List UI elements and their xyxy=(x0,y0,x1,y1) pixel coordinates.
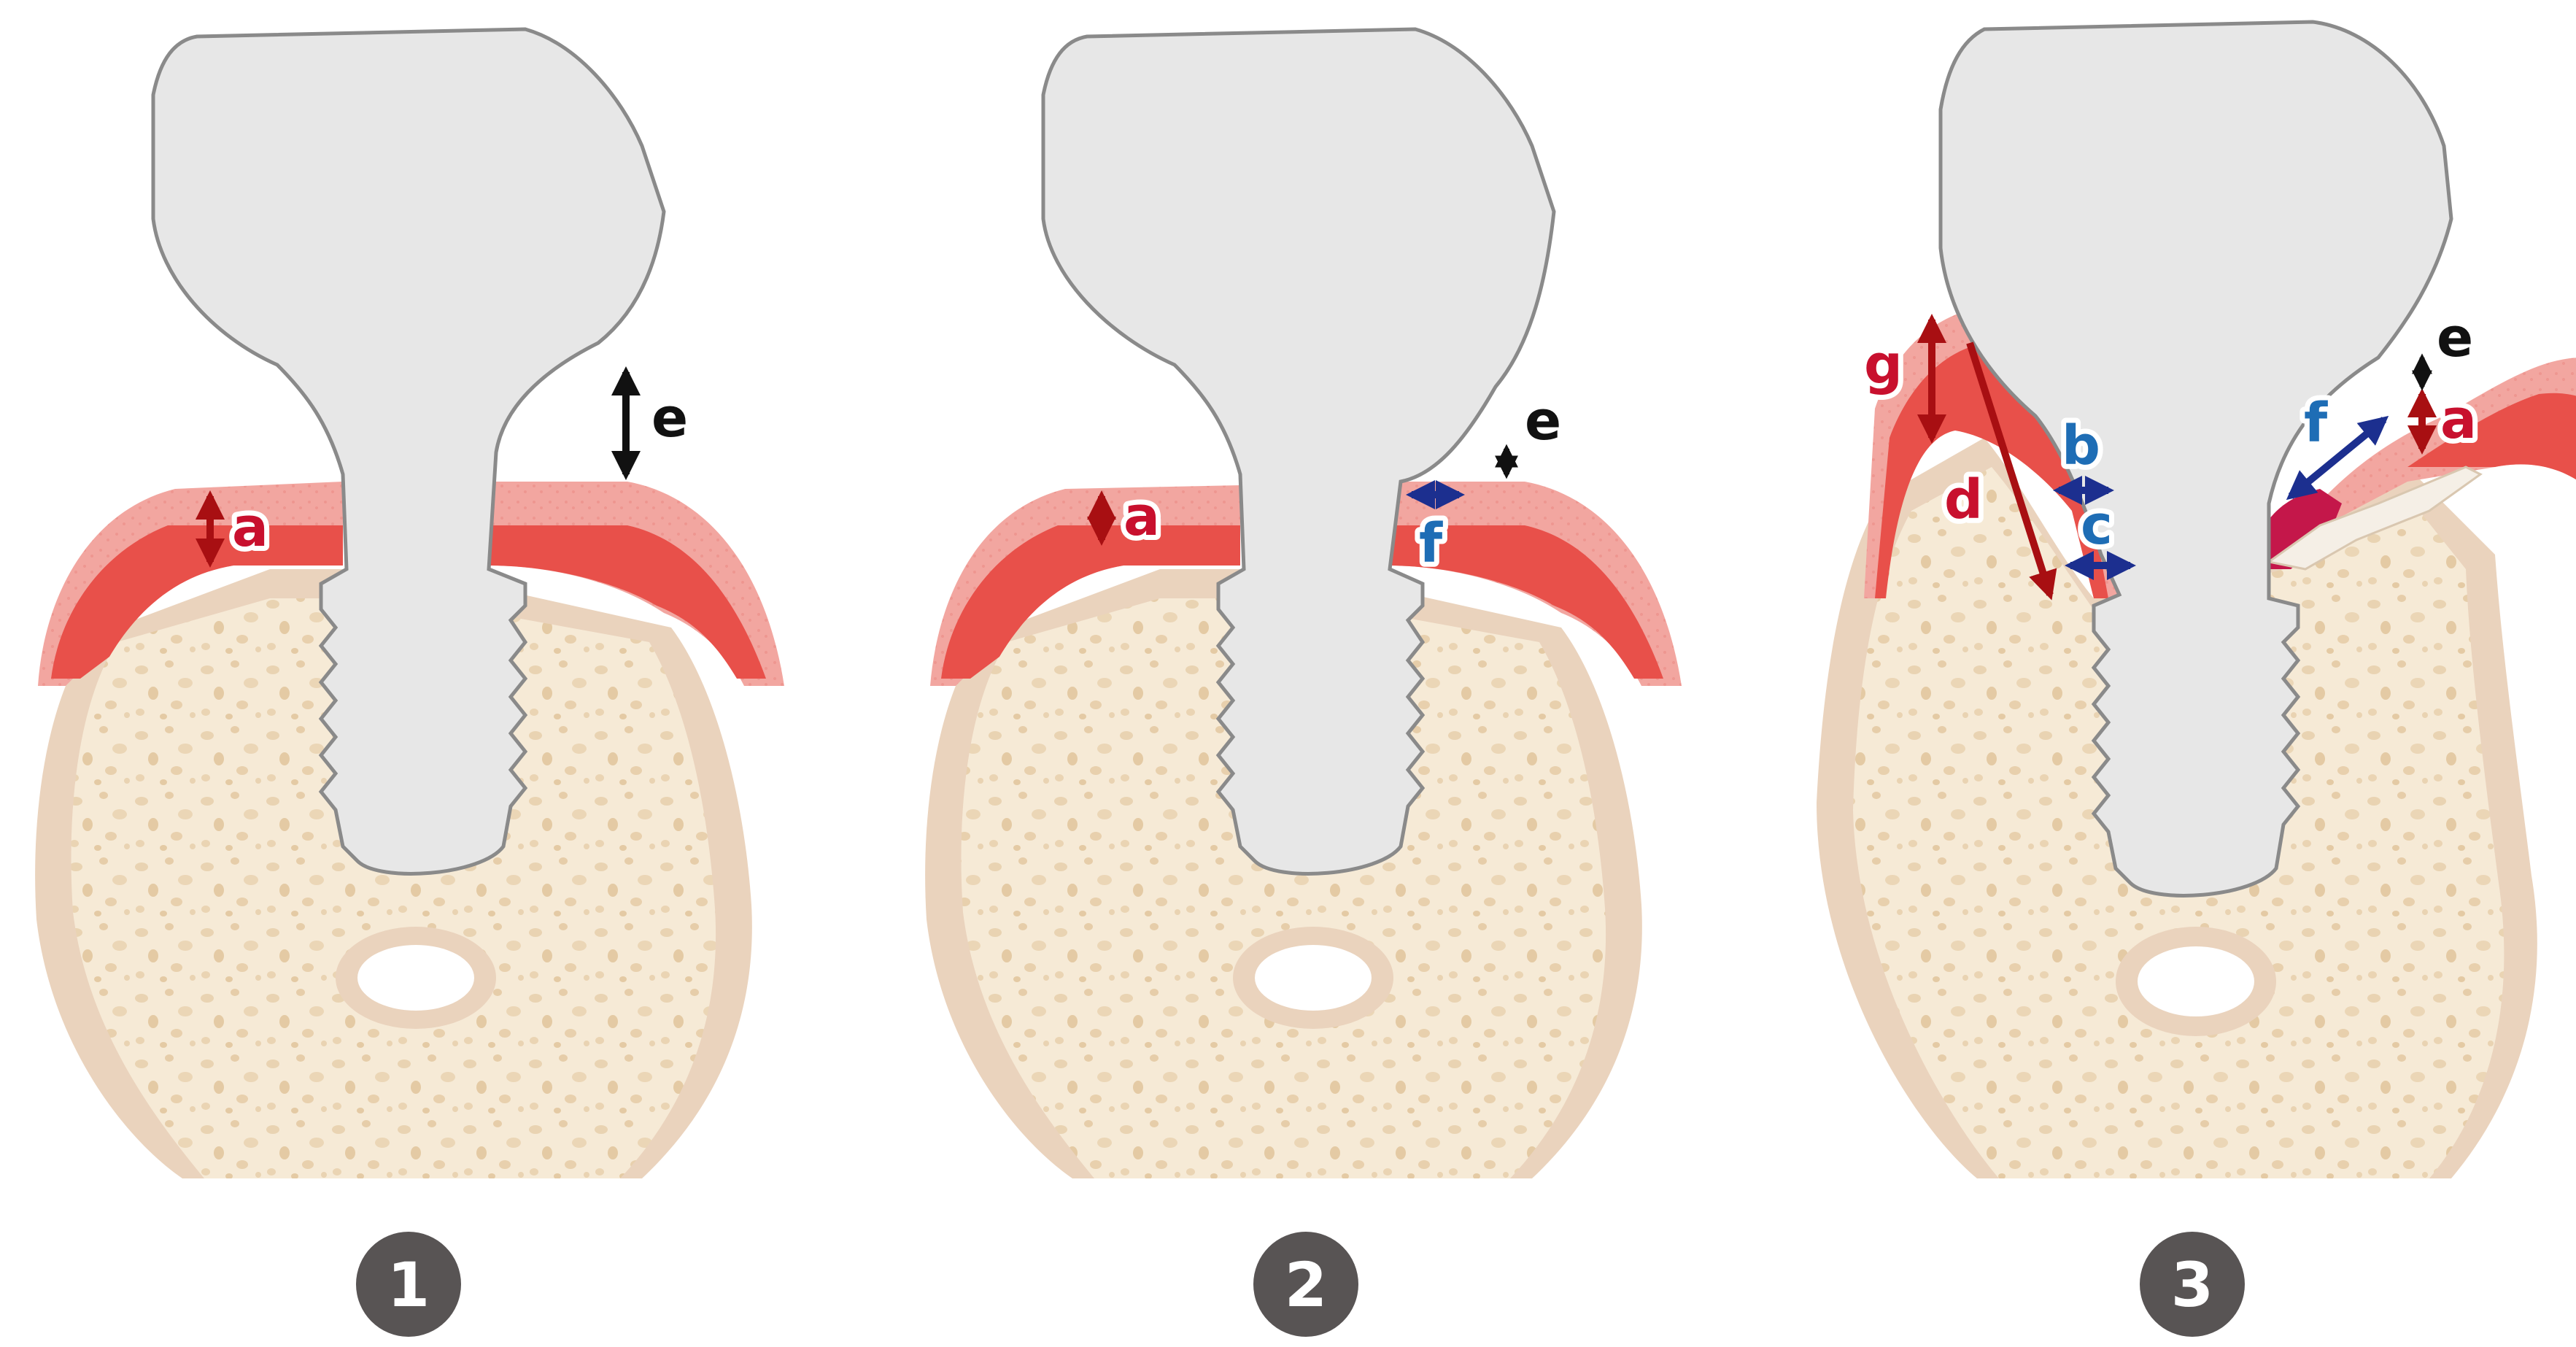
panel-number: 1 xyxy=(387,1249,430,1321)
arrow-f xyxy=(2286,415,2389,501)
panel-badge xyxy=(356,1232,461,1337)
label-a: a xyxy=(2440,388,2477,451)
bone-spongy xyxy=(71,598,716,1178)
implant xyxy=(1938,20,2453,898)
implant xyxy=(151,27,666,876)
panel-number: 3 xyxy=(2171,1249,2213,1321)
gingiva-right-inner xyxy=(2407,393,2576,480)
label-e: e xyxy=(1525,390,1561,452)
arrow-d xyxy=(1966,341,2057,601)
panel-badge xyxy=(2140,1232,2245,1337)
panel-number: 2 xyxy=(1285,1249,1327,1321)
gingiva-inner xyxy=(941,525,1663,679)
label-a: a xyxy=(232,496,268,559)
label-e: e xyxy=(651,387,688,449)
canal-lumen xyxy=(357,945,474,1011)
canal-lumen xyxy=(1255,945,1372,1011)
bone-debris xyxy=(2266,466,2483,571)
gingiva-inner xyxy=(51,525,766,679)
label-b: b xyxy=(2062,414,2100,477)
label-e: e xyxy=(2437,306,2473,369)
label-d: d xyxy=(1944,468,1983,531)
canal-lumen xyxy=(2138,946,2254,1016)
panel-1: a e 1 xyxy=(35,27,784,1337)
panel-3: g d b c f a e 3 xyxy=(1817,20,2576,1337)
label-f: f xyxy=(2304,392,2328,455)
implant xyxy=(1041,27,1556,876)
panel-2: a e f 2 xyxy=(925,27,1682,1337)
label-c: c xyxy=(2081,494,2113,557)
panel-badge xyxy=(1253,1232,1358,1337)
label-g: g xyxy=(1864,333,1903,396)
inflamed-tissue xyxy=(2258,489,2342,569)
bone-spongy xyxy=(961,598,1606,1178)
label-f: f xyxy=(1419,512,1443,575)
label-a: a xyxy=(1123,485,1160,548)
